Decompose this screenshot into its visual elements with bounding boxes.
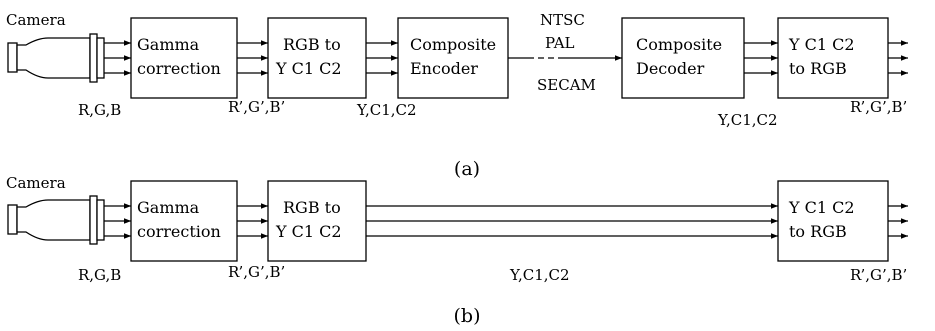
standard-pal: PAL	[545, 34, 575, 52]
caption-b: (b)	[454, 305, 481, 327]
svg-text:Gamma: Gamma	[137, 198, 200, 217]
svg-text:to RGB: to RGB	[789, 59, 847, 78]
caption-a: (a)	[454, 158, 480, 180]
signal-label-rgb: R,G,B	[78, 101, 121, 119]
svg-text:Y C1 C2: Y C1 C2	[275, 59, 342, 78]
signal-label-ycc: Y,C1,C2	[509, 266, 570, 284]
svg-text:Encoder: Encoder	[410, 59, 478, 78]
gamma-correction-box: Gamma correction	[130, 180, 238, 262]
svg-text:Decoder: Decoder	[636, 59, 705, 78]
signal-label-rgb-prime: R’,G’,B’	[228, 263, 285, 281]
signal-label-output: R’,G’,B’	[850, 98, 907, 116]
composite-encoder-box: Composite Encoder	[397, 17, 509, 99]
gamma-correction-box: Gamma correction	[130, 17, 238, 99]
panel-a: Camera Gamma correction R,G,B RGB to Y C…	[6, 11, 908, 180]
rgb-to-ycc-box: RGB to Y C1 C2	[267, 180, 367, 262]
camera-icon	[7, 33, 105, 83]
ycc-to-rgb-box: Y C1 C2 to RGB	[777, 180, 889, 262]
svg-text:Composite: Composite	[636, 35, 722, 54]
svg-text:RGB to: RGB to	[283, 35, 341, 54]
svg-text:Composite: Composite	[410, 35, 496, 54]
camera-label: Camera	[6, 174, 66, 192]
svg-text:RGB to: RGB to	[283, 198, 341, 217]
camera-icon	[7, 195, 105, 245]
composite-decoder-box: Composite Decoder	[621, 17, 745, 99]
standard-secam: SECAM	[537, 76, 596, 94]
svg-text:Y C1 C2: Y C1 C2	[275, 222, 342, 241]
rgb-to-ycc-box: RGB to Y C1 C2	[267, 17, 367, 99]
svg-text:Gamma: Gamma	[137, 35, 200, 54]
svg-text:to RGB: to RGB	[789, 222, 847, 241]
camera-label: Camera	[6, 11, 66, 29]
signal-label-ycc-decoder: Y,C1,C2	[717, 111, 778, 129]
panel-b: Camera Gamma correction R,G,B RGB to Y C…	[6, 174, 908, 327]
signal-label-rgb-prime: R’,G’,B’	[228, 98, 285, 116]
signal-label-output: R’,G’,B’	[850, 266, 907, 284]
svg-text:Y C1 C2: Y C1 C2	[788, 198, 855, 217]
signal-label-ycc-encoder: Y,C1,C2	[356, 101, 417, 119]
svg-text:correction: correction	[137, 59, 221, 78]
ycc-to-rgb-box: Y C1 C2 to RGB	[777, 17, 889, 99]
svg-text:correction: correction	[137, 222, 221, 241]
signal-label-rgb: R,G,B	[78, 266, 121, 284]
svg-text:Y C1 C2: Y C1 C2	[788, 35, 855, 54]
standard-ntsc: NTSC	[540, 11, 585, 29]
